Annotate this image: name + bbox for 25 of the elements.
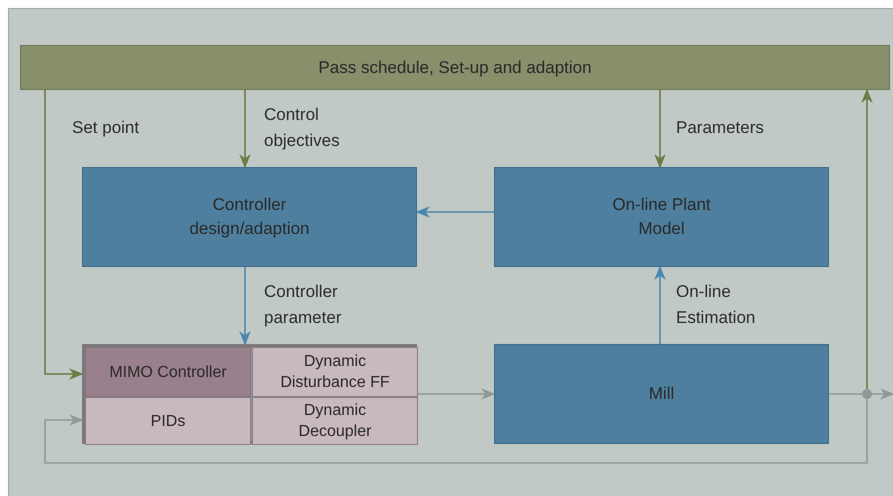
edge-label: Parameters xyxy=(676,117,765,139)
process-box: Controller design/adaption xyxy=(82,167,417,267)
controller-panel xyxy=(82,344,417,444)
arrow xyxy=(239,267,251,346)
controller-cell: PIDs xyxy=(85,397,251,445)
arrow xyxy=(872,388,893,400)
arrow xyxy=(654,90,666,168)
arrow xyxy=(654,266,666,344)
arrow xyxy=(416,206,494,218)
process-box: On-line Plant Model xyxy=(494,167,829,267)
arrow xyxy=(861,88,873,389)
edge-label: Set point xyxy=(72,117,140,139)
pass-schedule-bar: Pass schedule, Set-up and adaption xyxy=(20,45,890,90)
controller-cell: Dynamic Disturbance FF xyxy=(252,347,418,397)
edge-label: Controller parameter xyxy=(264,281,342,329)
arrow xyxy=(44,399,868,464)
edge-label: On-line Estimation xyxy=(676,281,756,329)
connector-line xyxy=(829,393,862,395)
arrow xyxy=(44,90,84,380)
edge-label: Control objectives xyxy=(264,104,341,152)
process-box: Mill xyxy=(494,344,829,444)
arrow xyxy=(417,388,496,400)
arrow xyxy=(239,90,251,168)
controller-cell: MIMO Controller xyxy=(85,347,251,397)
controller-cell: Dynamic Decoupler xyxy=(252,397,418,445)
